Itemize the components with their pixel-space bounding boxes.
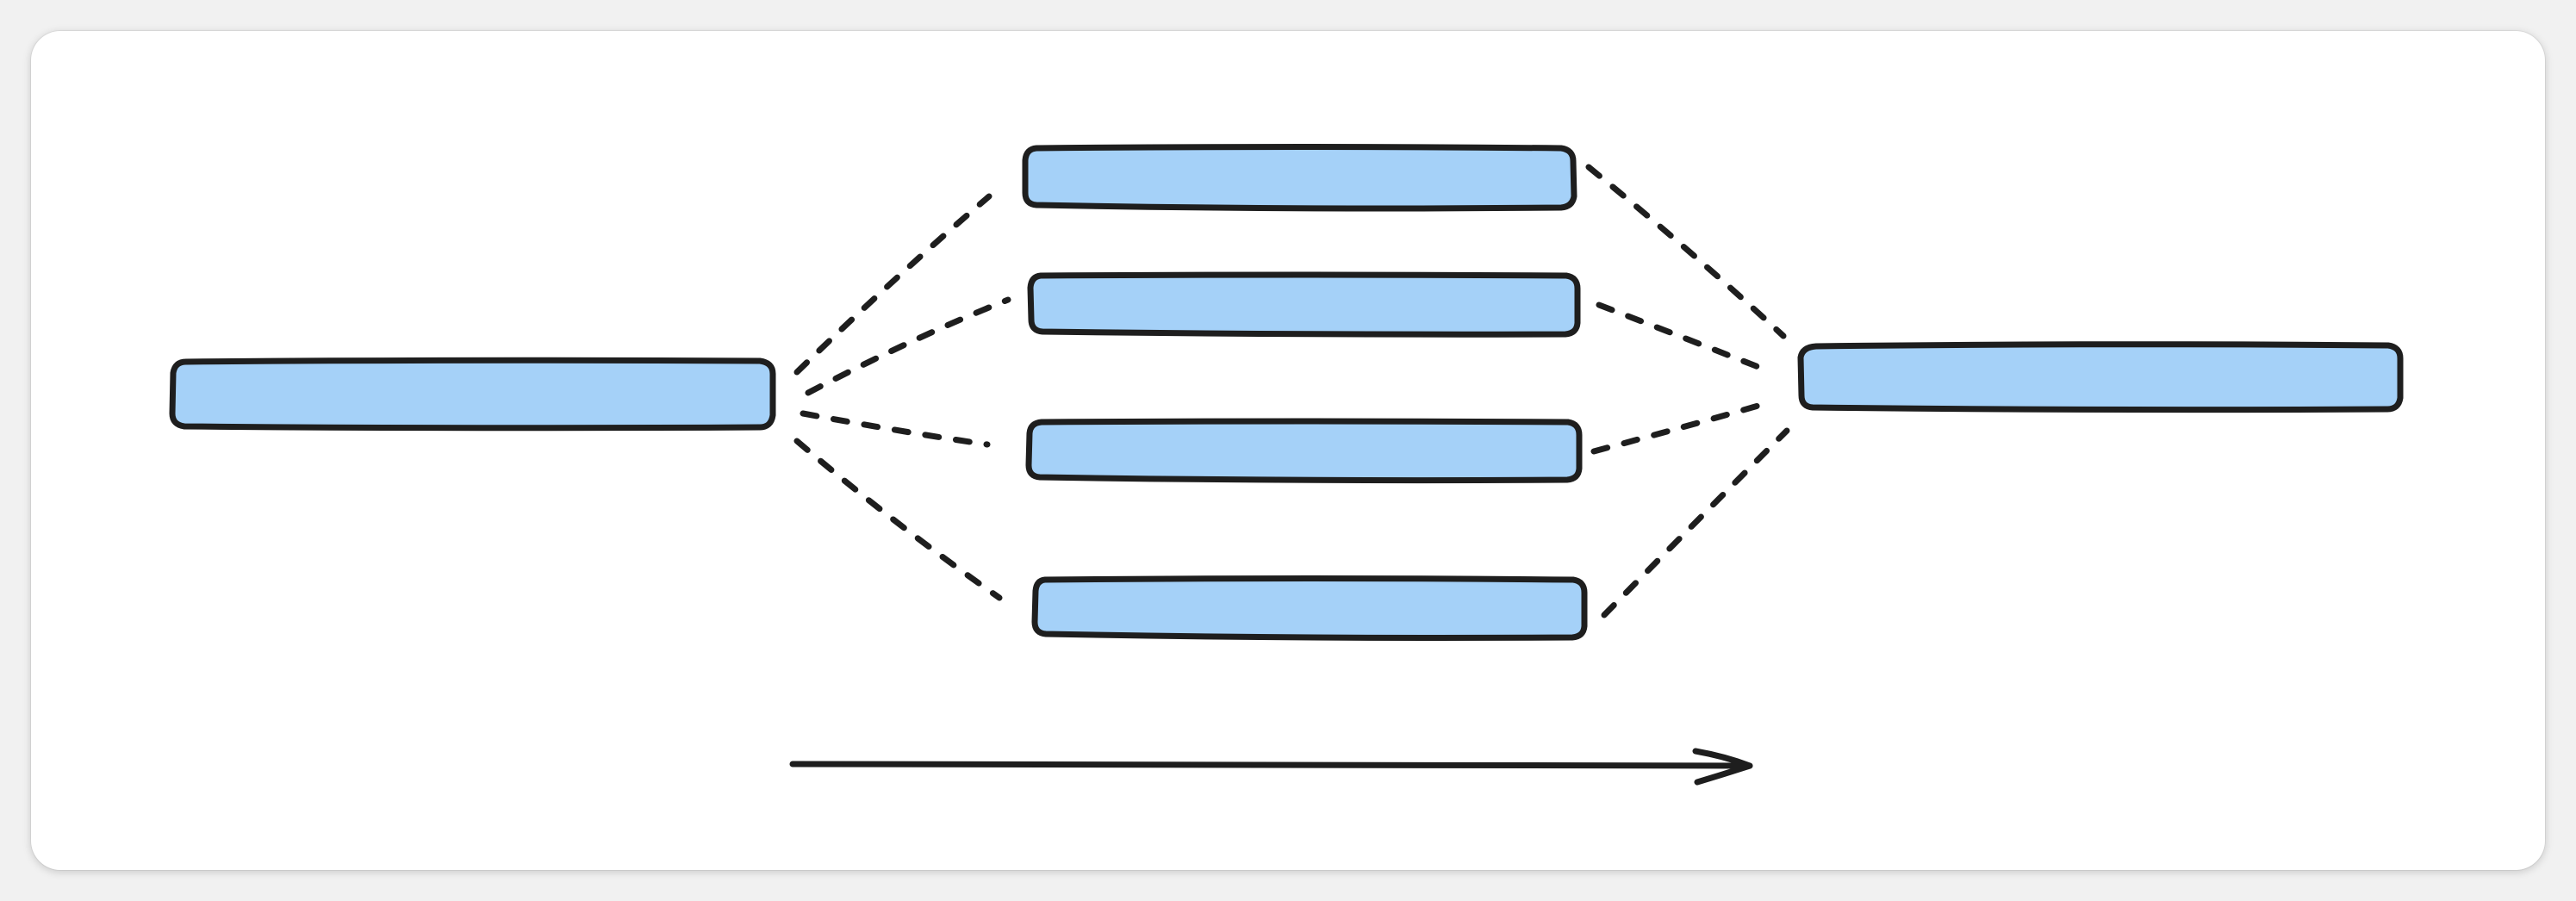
node-branch-3[interactable]	[1025, 418, 1583, 484]
edge-branch-3-to-merge	[1590, 398, 1776, 455]
edge-branch-2-to-merge	[1596, 301, 1775, 376]
edge-source-to-branch-3	[800, 410, 991, 448]
flow-arrow-shaft	[789, 761, 1753, 769]
edge-branch-1-to-merge	[1585, 164, 1787, 339]
edge-branch-4-to-merge	[1601, 427, 1790, 618]
node-branch-1[interactable]	[1022, 144, 1577, 212]
flow-arrow	[789, 748, 1753, 786]
edge-source-to-branch-2	[805, 296, 1011, 396]
flow-arrow-head-icon	[1692, 748, 1753, 786]
edge-source-to-branch-4	[793, 438, 1003, 601]
edge-source-to-branch-1	[793, 193, 992, 376]
node-branch-2[interactable]	[1027, 271, 1581, 338]
node-branch-4[interactable]	[1031, 575, 1588, 641]
node-merge[interactable]	[1797, 341, 2404, 413]
node-source[interactable]	[169, 357, 776, 432]
